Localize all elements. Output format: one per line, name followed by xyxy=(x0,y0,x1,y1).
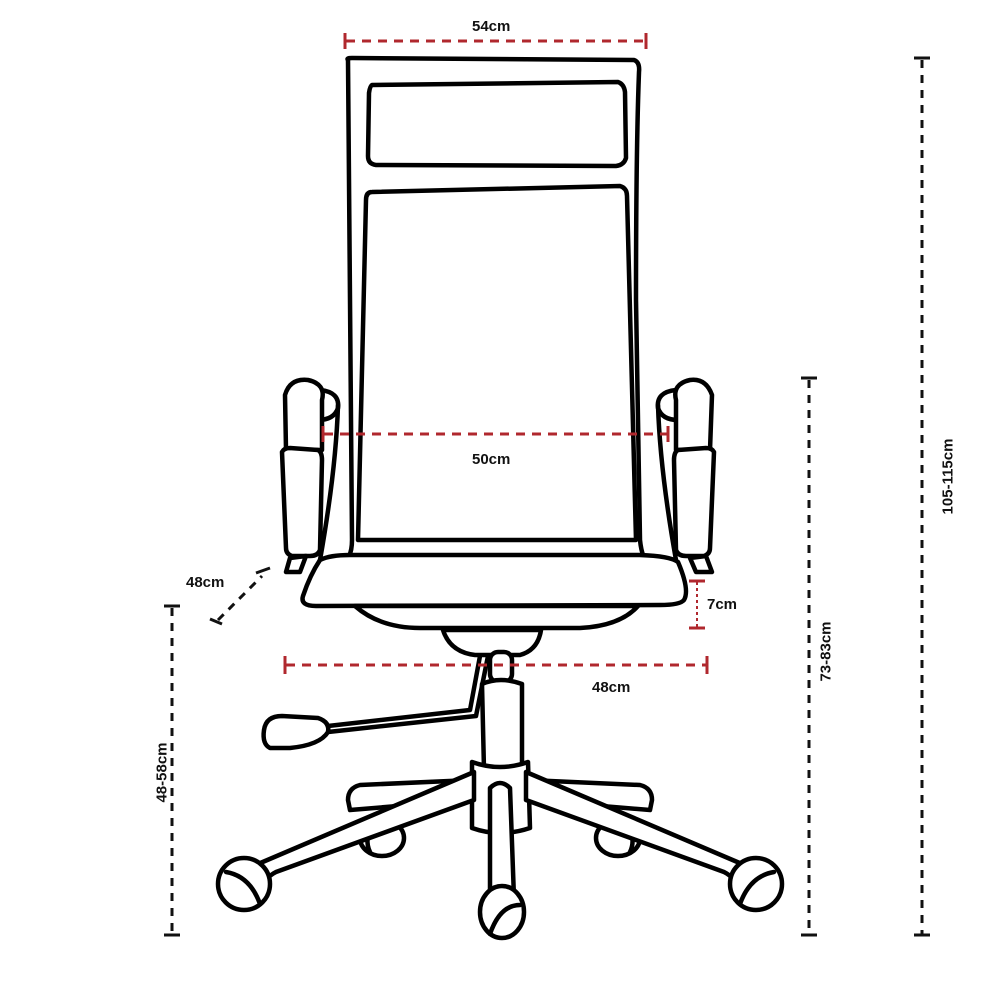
dimension-backrest-width xyxy=(343,33,648,49)
dimension-base-width xyxy=(283,656,709,674)
label-total-height: 105-115cm xyxy=(939,438,957,515)
seat-mechanism xyxy=(440,627,544,658)
dimension-seat-width xyxy=(321,426,670,442)
back-panel xyxy=(355,183,639,543)
front-center-caster xyxy=(477,883,527,941)
height-lever xyxy=(261,653,491,751)
label-seat-height: 48-58cm xyxy=(153,742,171,803)
label-seat-thickness: 7cm xyxy=(707,596,738,613)
label-armrest-height: 73-83cm xyxy=(817,621,835,682)
label-seat-width: 50cm xyxy=(472,451,511,468)
front-right-caster xyxy=(727,855,785,913)
front-left-caster xyxy=(215,855,273,913)
label-base-width: 48cm xyxy=(592,679,631,696)
dimension-seat-thickness xyxy=(689,579,705,630)
seat-cushion xyxy=(300,552,689,609)
seat-underside xyxy=(352,603,641,631)
left-armrest xyxy=(279,377,341,575)
dimension-armrest-height xyxy=(801,376,817,937)
label-seat-depth: 48cm xyxy=(186,574,225,591)
dimension-seat-height xyxy=(164,604,180,937)
dimension-seat-depth xyxy=(209,566,271,626)
right-armrest xyxy=(655,377,717,575)
headrest-panel xyxy=(365,79,629,169)
label-backrest-width: 54cm xyxy=(472,18,511,35)
front-center-leg xyxy=(487,780,517,901)
gas-cylinder xyxy=(479,649,525,773)
dimension-total-height xyxy=(914,56,930,937)
